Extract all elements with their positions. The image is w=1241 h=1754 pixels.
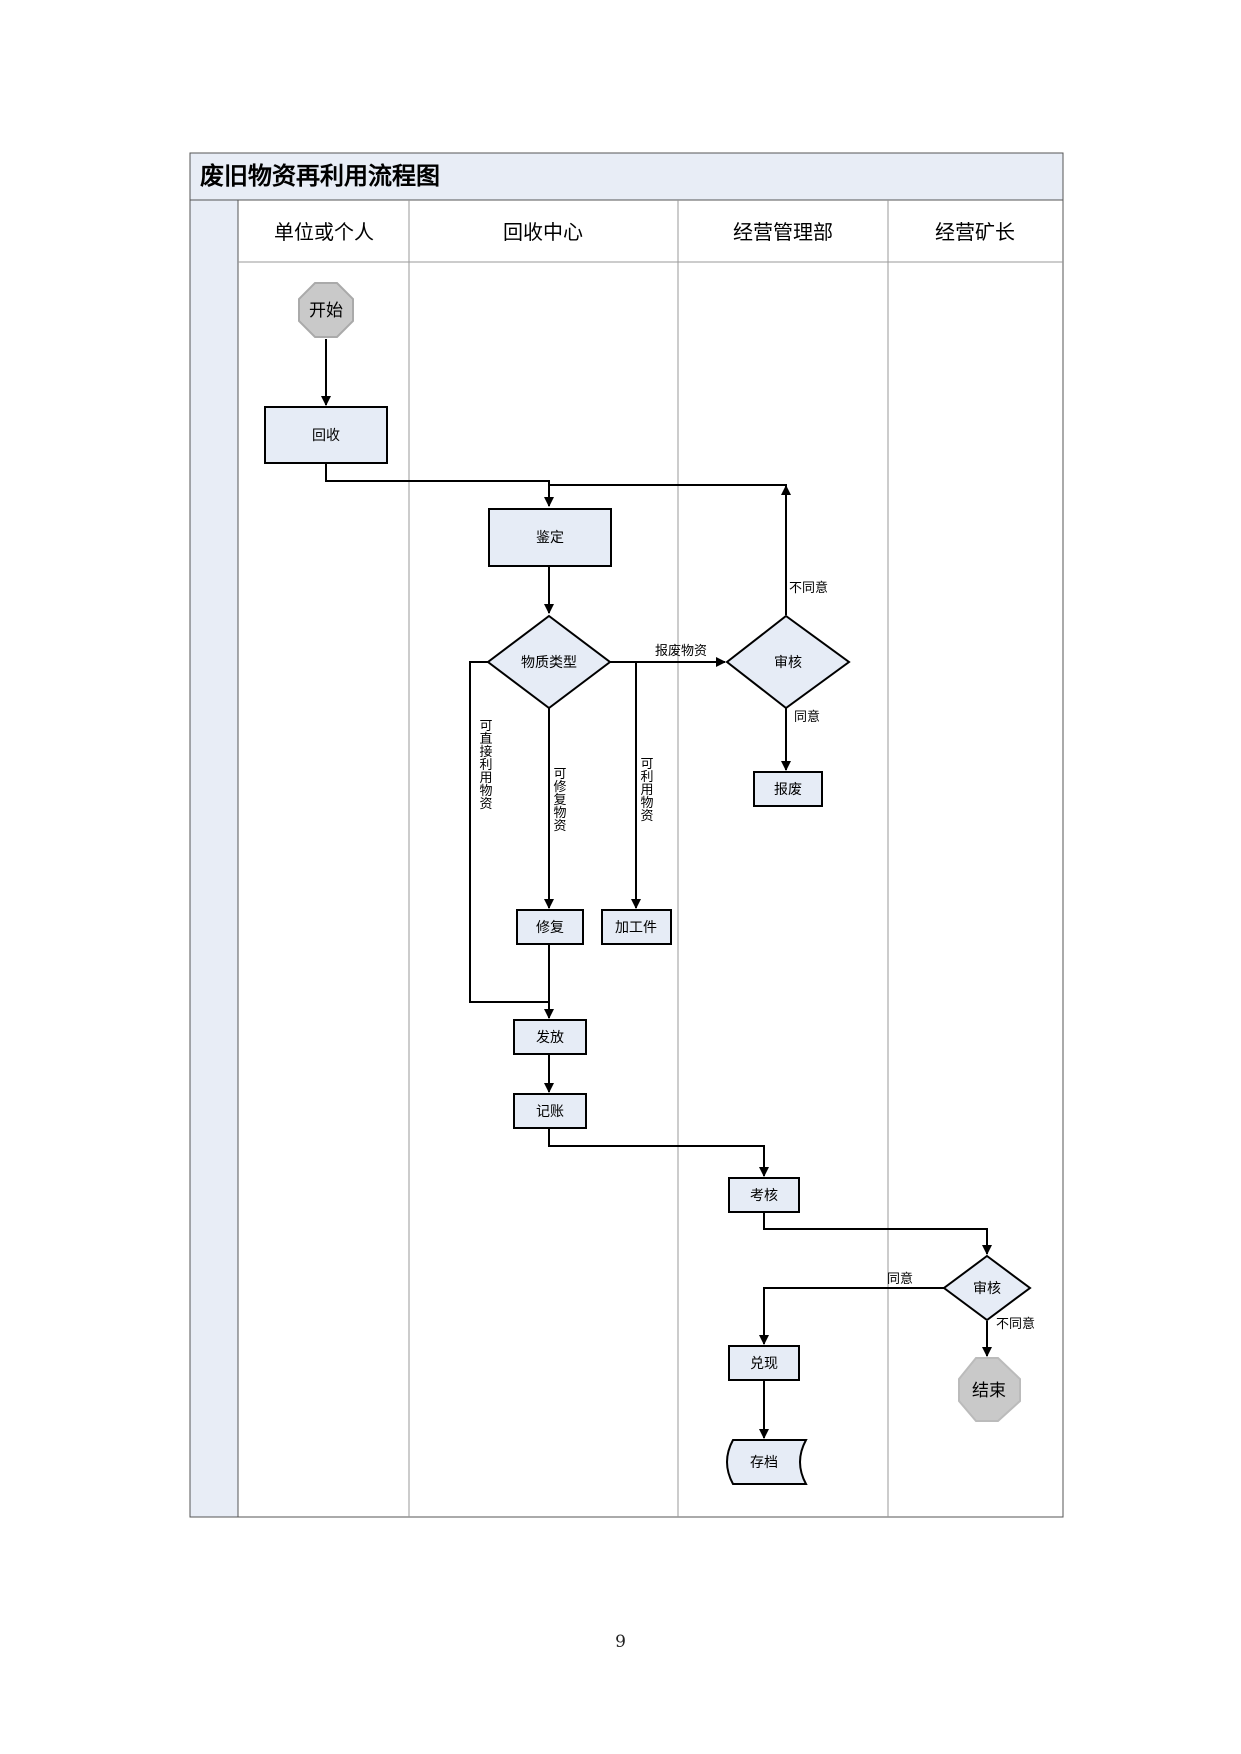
- bookkeep-label: 记账: [536, 1104, 564, 1120]
- issue-box: [513, 1019, 587, 1055]
- process-label: 加工件: [615, 920, 657, 936]
- lane-headers: 单位或个人 回收中心 经营管理部 经营矿长: [274, 220, 1015, 244]
- start-terminal: [298, 282, 354, 338]
- cash-box: [728, 1345, 800, 1381]
- label-repairable: 可修复物资: [551, 767, 567, 832]
- label-disagree-2: 不同意: [996, 1316, 1035, 1332]
- connectors: [321, 339, 992, 1439]
- archive-label: 存档: [750, 1455, 778, 1471]
- label-agree-1: 同意: [794, 709, 820, 725]
- recycle-box: [264, 406, 388, 464]
- scrap-box: [753, 771, 823, 807]
- material-type-decision: [486, 614, 612, 710]
- assess-label: 考核: [750, 1188, 778, 1204]
- repair-label: 修复: [536, 919, 564, 936]
- nodes: 开始 回收 鉴定 物质类型 审核 报废 修复 加工件 发放 记账 考核 审核 兑…: [264, 282, 1032, 1485]
- edge-recycle-appraise: [325, 463, 554, 507]
- edge-assess-review2: [763, 1212, 992, 1255]
- lane-header-recycling-center: 回收中心: [503, 220, 583, 244]
- issue-label: 发放: [536, 1030, 564, 1046]
- edge-bookkeep-assess: [548, 1128, 769, 1177]
- review2-decision: [942, 1254, 1032, 1322]
- cash-label: 兑现: [750, 1356, 778, 1372]
- edge-type-direct-use: [469, 661, 549, 1003]
- assess-box: [728, 1177, 800, 1213]
- label-usable: 可利用物资: [638, 757, 654, 822]
- start-label: 开始: [309, 301, 343, 321]
- diagram-title: 废旧物资再利用流程图: [200, 162, 440, 190]
- label-agree-2: 同意: [887, 1271, 913, 1287]
- repair-box: [516, 909, 584, 945]
- lane-header-business-management: 经营管理部: [733, 220, 833, 244]
- recycle-label: 回收: [312, 428, 340, 444]
- review1-decision: [725, 614, 851, 710]
- label-disagree-1: 不同意: [789, 580, 828, 596]
- end-label: 结束: [972, 1381, 1006, 1401]
- edge-labels: 报废物资 不同意 同意 可直接利用物资 可修复物资 可利用物资 同意 不同意: [477, 580, 1036, 1332]
- review1-label: 审核: [774, 655, 802, 671]
- material-type-label: 物质类型: [521, 655, 577, 671]
- review2-label: 审核: [973, 1281, 1001, 1297]
- lane-header-mine-director: 经营矿长: [935, 220, 1015, 244]
- archive-storage: [726, 1439, 808, 1485]
- process-box: [601, 909, 672, 945]
- label-direct-use: 可直接利用物资: [477, 719, 493, 810]
- page-number: 9: [615, 1632, 626, 1652]
- scrap-label: 报废: [774, 782, 802, 798]
- label-scrap-goods: 报废物资: [655, 643, 707, 659]
- bookkeep-box: [513, 1093, 587, 1129]
- swimlane-frame: [189, 152, 1064, 1518]
- appraise-box: [488, 508, 612, 567]
- lane-header-unit-individual: 单位或个人: [274, 220, 374, 244]
- appraise-label: 鉴定: [536, 530, 564, 546]
- end-terminal: [958, 1357, 1021, 1422]
- edge-review2-cash: [759, 1287, 944, 1345]
